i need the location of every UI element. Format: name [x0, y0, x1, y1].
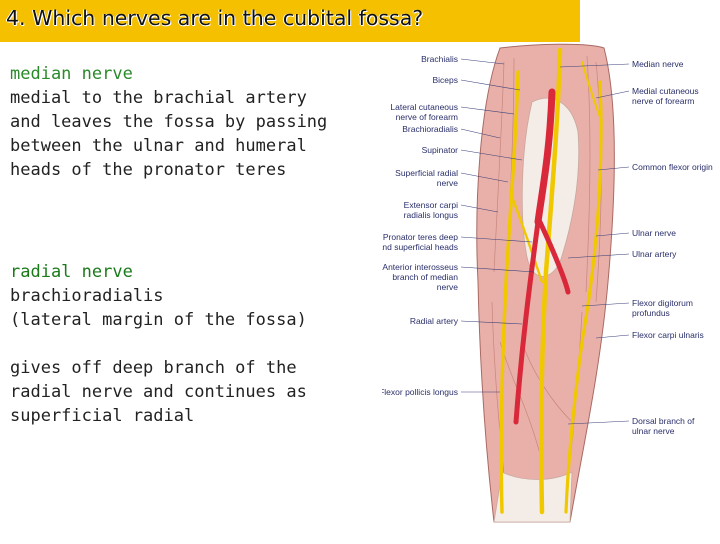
- ulnar-nerve-path: [564, 80, 603, 514]
- radial-nerve-heading: radial nerve: [10, 262, 133, 282]
- median-line: medial to the brachial artery: [10, 88, 307, 108]
- right-label-leader: [567, 253, 630, 259]
- nerves: [499, 47, 603, 515]
- left-figure-label: Supinator: [422, 145, 459, 155]
- right-label-leader: [581, 302, 630, 307]
- left-label-leader: [460, 128, 501, 139]
- right-figure-label: Common flexor origin: [632, 162, 713, 172]
- left-figure-label: Radial artery: [410, 316, 459, 326]
- median-line: between the ulnar and humeral: [10, 136, 307, 156]
- radial-nerve-path: [499, 70, 520, 514]
- radial-artery-path: [513, 219, 541, 425]
- left-figure-label: Brachioradialis: [402, 124, 458, 134]
- radial-line: superficial radial: [10, 406, 195, 426]
- right-figure-label: Ulnar artery: [632, 249, 677, 259]
- brachial-artery-path: [534, 88, 556, 226]
- lower-tendons: [493, 471, 573, 523]
- right-label-leader: [559, 63, 630, 68]
- radial-line: brachioradialis: [10, 286, 164, 306]
- title-bar: 4. Which nerves are in the cubital fossa…: [0, 0, 580, 42]
- right-label-leader: [597, 166, 630, 171]
- arteries: [513, 88, 571, 425]
- radial-line: gives off deep branch of the: [10, 358, 297, 378]
- left-figure-label: Brachialis: [421, 54, 458, 64]
- slide-title: 4. Which nerves are in the cubital fossa…: [6, 6, 424, 30]
- left-label-leader: [460, 266, 535, 273]
- median-nerve-path: [538, 47, 563, 515]
- left-label-leader: [460, 236, 533, 243]
- radial-line: (lateral margin of the fossa): [10, 310, 307, 330]
- right-label-leader: [567, 420, 630, 425]
- right-figure-label: Ulnar nerve: [632, 228, 676, 238]
- cutaneous-nerve-path: [581, 61, 603, 123]
- left-label-leader: [460, 79, 521, 91]
- right-figure-label: Flexor carpi ulnaris: [632, 330, 704, 340]
- right-label-leader: [595, 334, 630, 339]
- radial-line: radial nerve and continues as: [10, 382, 307, 402]
- median-line: heads of the pronator teres: [10, 160, 287, 180]
- left-label-leader: [460, 172, 509, 183]
- radial-nerve-section: radial nerve brachioradialis (lateral ma…: [10, 260, 385, 428]
- right-figure-label: Median nerve: [632, 59, 684, 69]
- deep-branch-path: [508, 190, 544, 284]
- right-label-leader: [595, 90, 630, 99]
- median-nerve-section: median nerve medial to the brachial arte…: [10, 62, 385, 182]
- left-label-leader: [460, 320, 523, 325]
- ulnar-artery-path: [537, 219, 571, 295]
- left-figure-label: Flexor pollicis longus: [382, 387, 458, 397]
- median-line: and leaves the fossa by passing: [10, 112, 328, 132]
- median-nerve-heading: median nerve: [10, 64, 133, 84]
- right-label-leader: [595, 232, 630, 237]
- left-label-leader: [460, 204, 499, 213]
- left-label-leader: [460, 149, 523, 161]
- left-label-leader: [460, 58, 505, 65]
- left-label-leader: [460, 106, 515, 115]
- left-figure-label: Biceps: [432, 75, 458, 85]
